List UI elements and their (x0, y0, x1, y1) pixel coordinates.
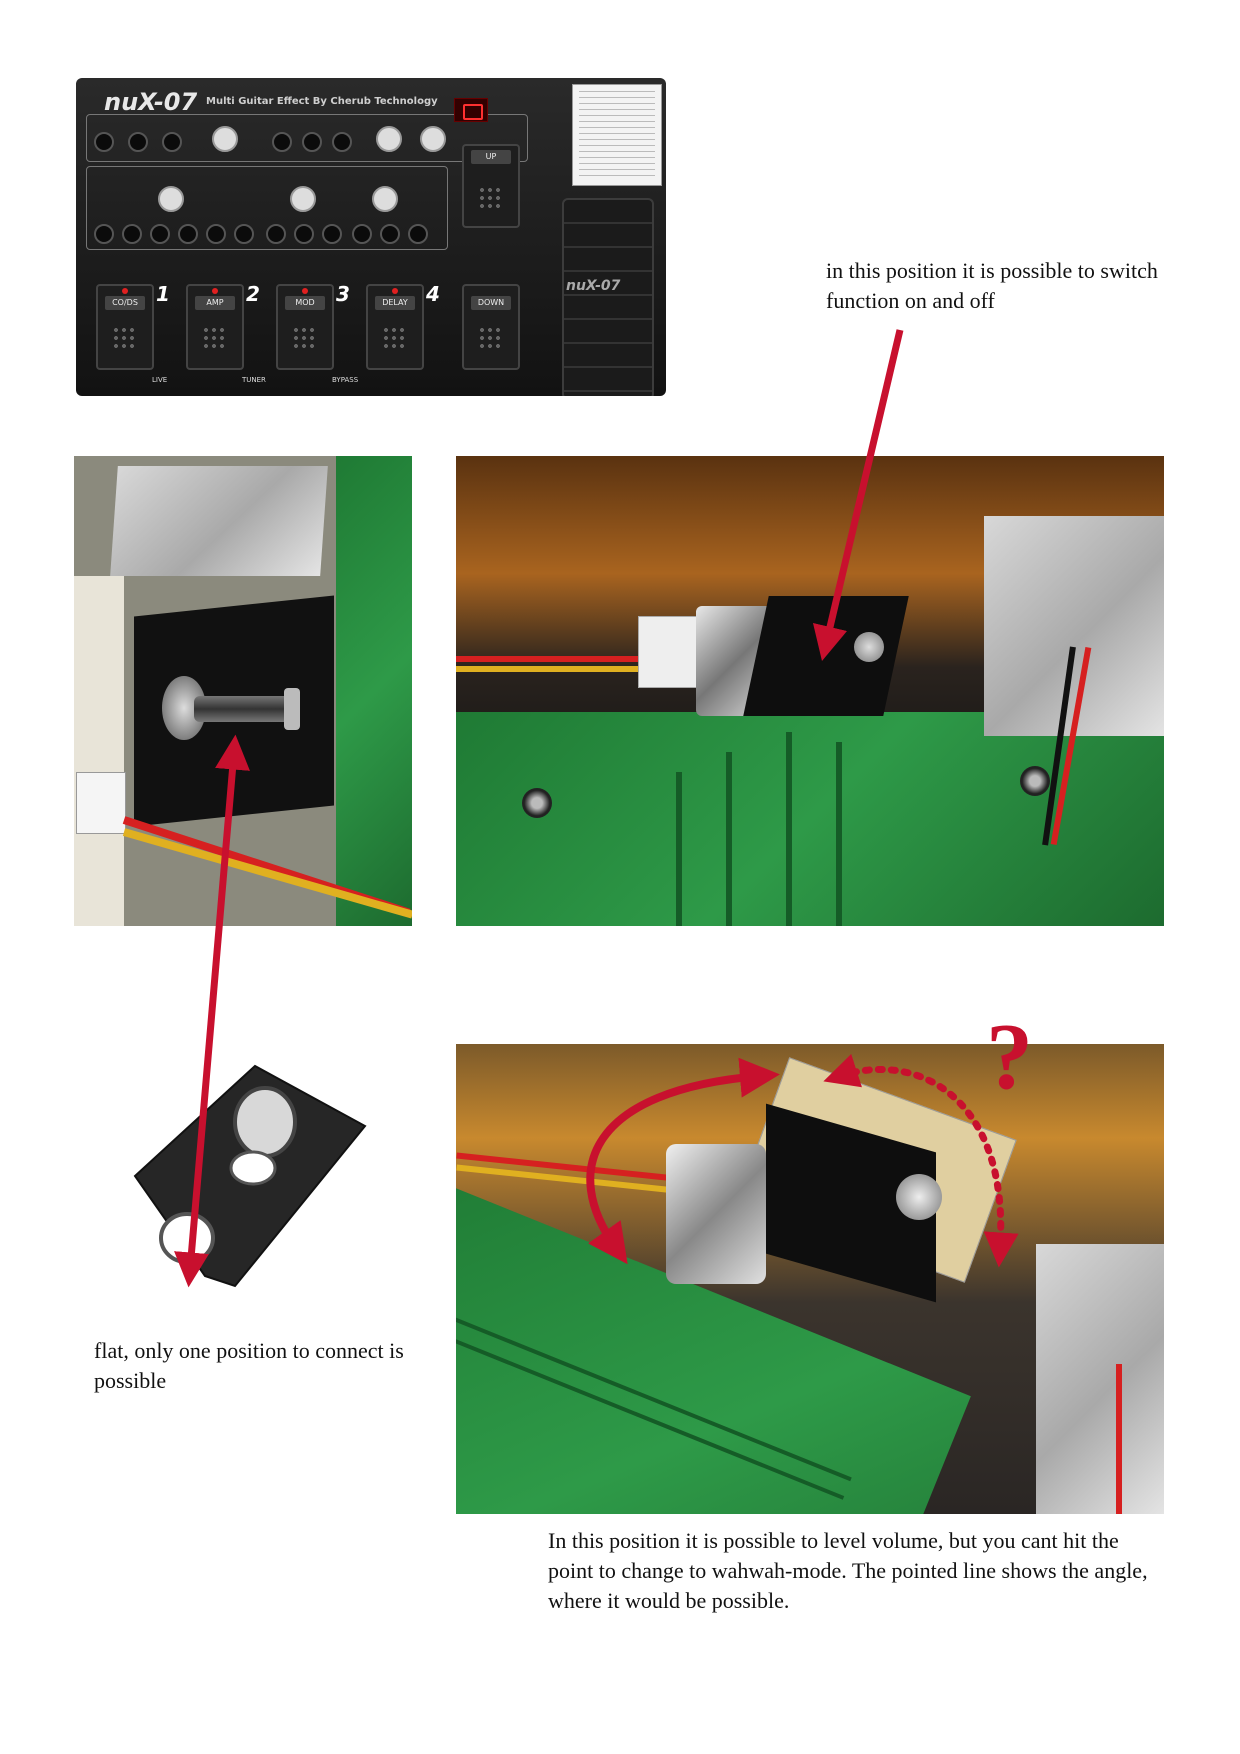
patch-knob (420, 126, 446, 152)
yellow-wire (456, 666, 686, 672)
footswitch-label: AMP (195, 296, 235, 310)
metal-shield (110, 466, 328, 576)
wahwah-position-photo (456, 1044, 1164, 1514)
footswitch-grip (478, 326, 504, 352)
mod-knob-2 (294, 224, 314, 244)
footswitch-1: CO/DS (96, 284, 154, 370)
black-lever (743, 596, 909, 716)
amp-knob-4 (178, 224, 198, 244)
delay-knob-2 (380, 224, 400, 244)
side-board (74, 576, 124, 926)
lower-control-panel (86, 166, 448, 250)
footswitch-number: 3 (336, 282, 350, 306)
pedal-brand-label: nuX-07 (566, 278, 621, 294)
wiper-pin (233, 1086, 297, 1158)
amp-knob-5 (206, 224, 226, 244)
amp-knob-6 (234, 224, 254, 244)
footswitch-3: MOD (276, 284, 334, 370)
amp-knob-2 (122, 224, 142, 244)
up-footswitch: UP (462, 144, 520, 228)
pcb-trace (836, 742, 842, 926)
footswitch-number: 2 (246, 282, 260, 306)
footswitch-grip (292, 326, 318, 352)
level-knob (162, 132, 182, 152)
switch-position-photo (456, 456, 1164, 926)
lever-pin (854, 632, 884, 662)
flat-wiper-photo (95, 1056, 375, 1296)
multi-effect-device-photo: nuX-07 Multi Guitar Effect By Cherub Tec… (76, 78, 666, 396)
footswitch-label: MOD (285, 296, 325, 310)
footswitch-label: DOWN (471, 296, 511, 310)
footswitch-grip (202, 326, 228, 352)
footswitch-down: DOWN (462, 284, 520, 370)
footswitch-label: CO/DS (105, 296, 145, 310)
delay-knob-1 (352, 224, 372, 244)
tone-knob (302, 132, 322, 152)
shaft-end (284, 688, 300, 730)
wiper-hole (159, 1212, 215, 1264)
pcb-trace (456, 1290, 852, 1482)
metal-housing (1036, 1244, 1164, 1514)
compressor-knob (128, 132, 148, 152)
device-brand-label: nuX-07 (104, 88, 198, 116)
gain-knob (272, 132, 292, 152)
mod-knob-1 (266, 224, 286, 244)
pcb-trace (786, 732, 792, 926)
pcb-board (336, 456, 412, 926)
noise-gate-knob (94, 132, 114, 152)
delay-selector-knob (372, 186, 398, 212)
caption-wahwah-position: In this position it is possible to level… (548, 1528, 1148, 1613)
delay-knob-3 (408, 224, 428, 244)
footswitch-number: 4 (426, 282, 440, 306)
wiper-plate-drawing (133, 1064, 367, 1288)
amp-knob-3 (150, 224, 170, 244)
footswitch-led (302, 288, 308, 294)
modulation-selector-knob (290, 186, 316, 212)
footswitch-led (122, 288, 128, 294)
potentiometer-closeup-photo (74, 456, 412, 926)
pcb-trace (726, 752, 732, 926)
dist-level-knob (332, 132, 352, 152)
distortion-selector-knob (212, 126, 238, 152)
pcb-screw (1020, 766, 1050, 796)
wiper-slot (229, 1150, 277, 1186)
footswitch-label: DELAY (375, 296, 415, 310)
spec-label-sticker (572, 84, 662, 186)
footswitch-4: DELAY (366, 284, 424, 370)
up-footswitch-label: UP (471, 150, 511, 164)
footswitch-grip (112, 326, 138, 352)
red-wire (456, 656, 686, 662)
pot-nut (896, 1174, 942, 1220)
question-mark: ? (986, 1005, 1033, 1109)
amp-selector-knob (158, 186, 184, 212)
metal-wiper-bracket (666, 1144, 766, 1284)
tuner-label: TUNER (242, 376, 266, 384)
footswitch-led (212, 288, 218, 294)
footswitch-grip (478, 186, 504, 212)
live-label: LIVE (152, 376, 168, 384)
red-wire-right (1116, 1364, 1122, 1514)
pcb-trace (676, 772, 682, 926)
caption-flat-wiper: flat, only one position to connect is po… (94, 1338, 404, 1393)
caption-switch-position: in this position it is possible to switc… (826, 258, 1158, 313)
footswitch-2: AMP (186, 284, 244, 370)
expression-pedal (562, 198, 654, 396)
footswitch-number: 1 (156, 282, 170, 306)
bypass-label: BYPASS (332, 376, 359, 384)
pot-shaft (194, 696, 294, 722)
wire-connector (76, 772, 126, 834)
top-control-panel (86, 114, 528, 162)
pcb-screw (522, 788, 552, 818)
master-knob (376, 126, 402, 152)
led-display (454, 98, 488, 122)
amp-knob-1 (94, 224, 114, 244)
metal-housing (984, 516, 1164, 736)
footswitch-led (392, 288, 398, 294)
mod-knob-3 (322, 224, 342, 244)
device-subtitle-label: Multi Guitar Effect By Cherub Technology (206, 96, 438, 107)
footswitch-grip (382, 326, 408, 352)
